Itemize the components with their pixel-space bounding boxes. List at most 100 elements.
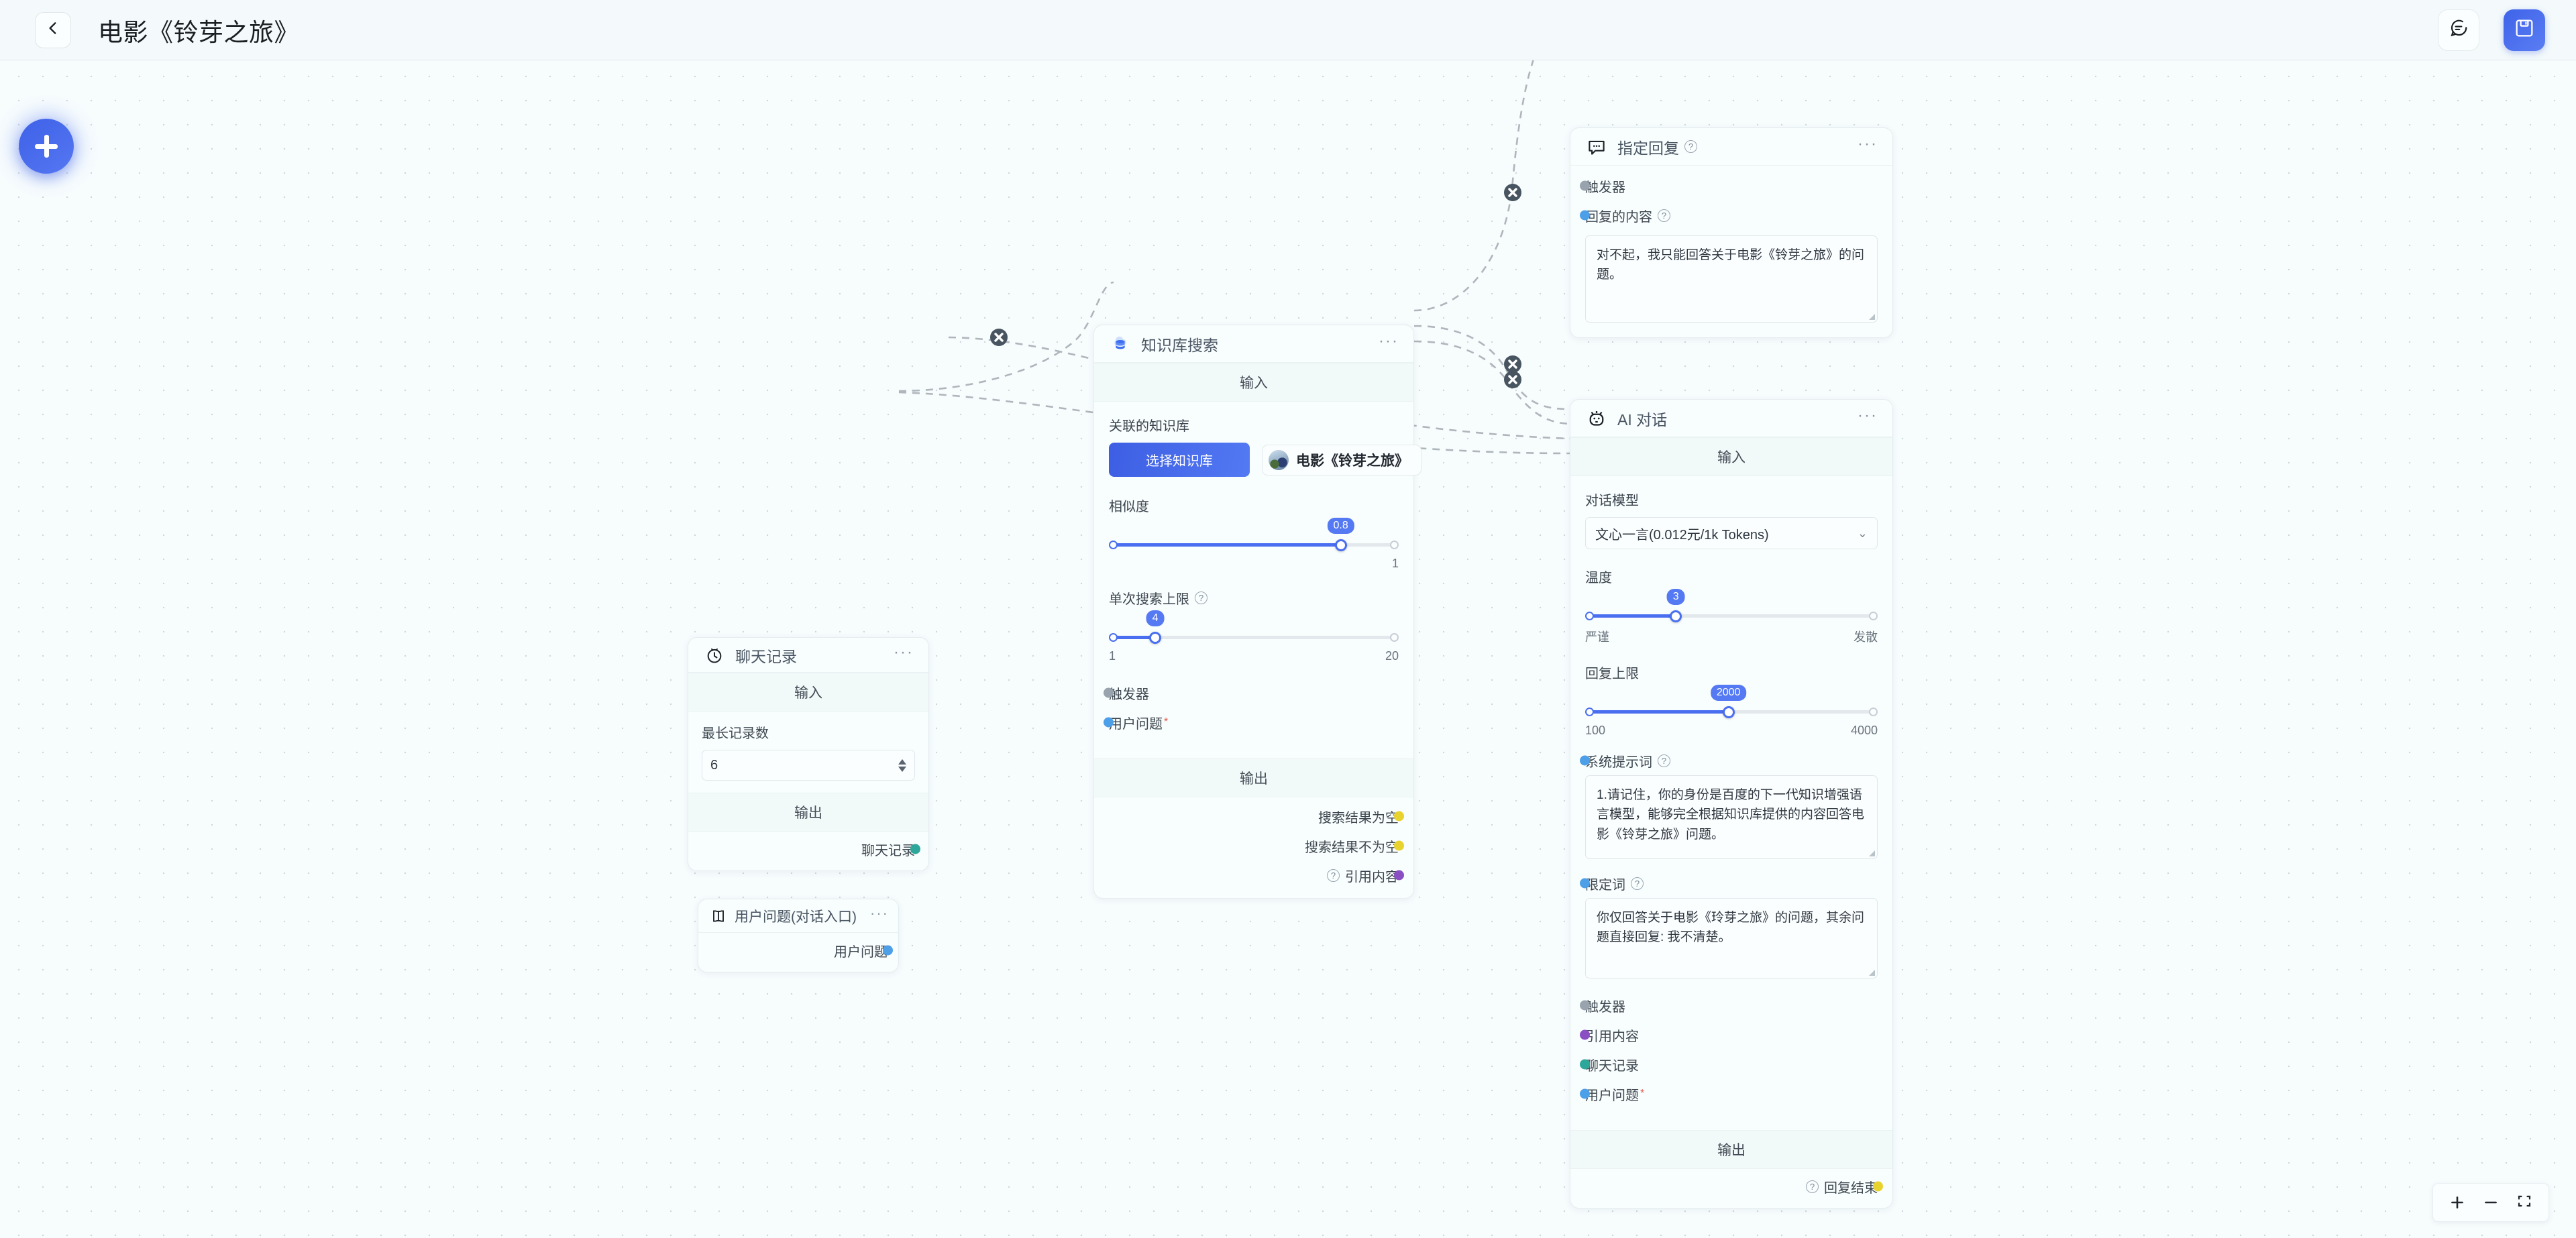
temperature-min-label: 严谨: [1585, 630, 1609, 644]
qualifier-textarea[interactable]: 你仅回答关于电影《玲芽之旅》的问题，其余问题直接回复: 我不清楚。: [1585, 898, 1878, 978]
model-select[interactable]: 文心一言(0.012元/1k Tokens) ⌄: [1585, 517, 1878, 549]
temperature-slider[interactable]: 3: [1585, 589, 1878, 624]
port-dot[interactable]: [883, 945, 893, 956]
node-title: 知识库搜索: [1141, 336, 1218, 354]
port-user-question-out[interactable]: 用户问题: [709, 936, 893, 965]
port-quote-content[interactable]: 引用内容: [1580, 1020, 1878, 1050]
port-dot[interactable]: [1580, 210, 1590, 221]
max-records-value: 6: [710, 757, 718, 773]
chat-button[interactable]: [2438, 9, 2479, 51]
zoom-in-button[interactable]: [2443, 1189, 2472, 1216]
port-dot[interactable]: [1580, 180, 1590, 191]
edge-delete-icon[interactable]: [1504, 184, 1521, 201]
node-menu-button[interactable]: ···: [1379, 331, 1399, 350]
help-icon[interactable]: ?: [1806, 1180, 1819, 1193]
save-button[interactable]: [2504, 9, 2545, 51]
port-dot[interactable]: [1394, 811, 1404, 822]
add-node-button[interactable]: [19, 119, 74, 174]
stepper-down-icon[interactable]: [898, 766, 906, 772]
port-user-question[interactable]: 用户问题 *: [1104, 708, 1399, 737]
port-dot[interactable]: [1580, 1088, 1590, 1099]
port-reply-content[interactable]: 回复的内容 ?: [1580, 201, 1878, 230]
node-user-question[interactable]: 用户问题(对话入口) ··· 用户问题: [698, 899, 899, 972]
edge-empty-to-reply: [1413, 60, 1534, 312]
node-menu-button[interactable]: ···: [870, 904, 889, 921]
stepper-arrows[interactable]: [898, 758, 906, 772]
port-dot[interactable]: [1104, 717, 1114, 728]
max-reply-value-bubble: 2000: [1710, 685, 1747, 701]
model-label: 对话模型: [1585, 494, 1639, 508]
slider-knob[interactable]: [1722, 706, 1735, 718]
max-reply-slider[interactable]: 2000: [1585, 685, 1878, 720]
port-label: 引用内容: [1585, 1029, 1639, 1044]
max-reply-range: 100 4000: [1585, 724, 1878, 738]
port-trigger[interactable]: 触发器: [1580, 171, 1878, 201]
port-dot[interactable]: [1873, 1181, 1883, 1192]
help-icon[interactable]: ?: [1631, 877, 1644, 890]
node-ai-chat[interactable]: AI 对话 ··· 输入 对话模型 文心一言(0.012元/1k Tokens)…: [1570, 399, 1893, 1208]
edge-delete-icon[interactable]: [1504, 371, 1521, 388]
node-header: AI 对话 ···: [1570, 400, 1892, 437]
output-section-label: 输出: [1094, 758, 1413, 797]
edge-delete-icon[interactable]: [990, 329, 1008, 346]
output-section-label: 输出: [1570, 1130, 1892, 1169]
port-dot[interactable]: [1580, 1059, 1590, 1070]
port-trigger[interactable]: 触发器: [1580, 991, 1878, 1020]
port-user-question[interactable]: 用户问题 *: [1580, 1079, 1878, 1109]
knowledge-base-chip[interactable]: 电影《铃芽之旅》: [1262, 444, 1421, 475]
robot-icon: [1585, 407, 1608, 430]
slider-knob[interactable]: [1334, 539, 1347, 551]
slider-knob[interactable]: [1670, 610, 1682, 622]
port-dot[interactable]: [1580, 755, 1590, 766]
port-result-not-empty[interactable]: 搜索结果不为空: [1109, 831, 1404, 860]
port-dot[interactable]: [910, 844, 920, 854]
port-trigger[interactable]: 触发器: [1104, 678, 1399, 708]
reply-content-textarea[interactable]: 对不起，我只能回答关于电影《铃芽之旅》的问题。: [1585, 235, 1878, 323]
node-menu-button[interactable]: ···: [894, 642, 914, 661]
help-icon[interactable]: ?: [1327, 868, 1340, 882]
help-icon[interactable]: ?: [1684, 140, 1697, 153]
text-cursor-icon: [709, 905, 728, 927]
help-icon[interactable]: ?: [1658, 754, 1670, 767]
port-qualifier[interactable]: 限定词 ?: [1580, 868, 1878, 898]
port-result-empty[interactable]: 搜索结果为空: [1109, 801, 1404, 831]
edge-nonempty-to-ai: [1413, 325, 1570, 410]
port-system-prompt[interactable]: 系统提示词 ?: [1580, 746, 1878, 775]
node-knowledge-search[interactable]: 知识库搜索 ··· 输入 关联的知识库 选择知识库 电影《铃芽之旅》 相似度: [1093, 325, 1421, 899]
port-chat-history[interactable]: 聊天记录: [1580, 1050, 1878, 1079]
port-dot[interactable]: [1580, 878, 1590, 889]
workflow-canvas[interactable]: 指定回复 ? ··· 触发器 回复的内容 ? 对不起，我只能回答关于电影《铃芽之…: [0, 60, 2576, 1238]
slider-cap-min: [1585, 708, 1594, 716]
required-mark: *: [1640, 1088, 1645, 1099]
search-limit-slider[interactable]: 4: [1109, 610, 1399, 645]
help-icon[interactable]: ?: [1195, 592, 1208, 604]
slider-knob[interactable]: [1149, 632, 1162, 644]
port-chat-history-out[interactable]: 聊天记录: [702, 834, 920, 864]
port-dot[interactable]: [1394, 870, 1404, 881]
stepper-up-icon[interactable]: [898, 758, 906, 765]
chevron-left-icon: [44, 19, 62, 40]
node-menu-button[interactable]: ···: [1858, 406, 1878, 425]
help-icon[interactable]: ?: [1658, 209, 1670, 222]
chat-bubble-icon: [2449, 18, 2469, 42]
fit-view-button[interactable]: [2510, 1189, 2539, 1216]
edge-delete-icon[interactable]: [1504, 355, 1521, 373]
slider-cap-max: [1390, 541, 1399, 549]
port-reply-finished[interactable]: ? 回复结束: [1585, 1172, 1883, 1201]
port-dot[interactable]: [1394, 840, 1404, 851]
max-records-stepper[interactable]: 6: [702, 750, 915, 781]
node-menu-button[interactable]: ···: [1858, 134, 1878, 153]
similarity-slider[interactable]: 0.8: [1109, 518, 1399, 553]
port-dot[interactable]: [1580, 1029, 1590, 1040]
back-button[interactable]: [35, 11, 71, 48]
zoom-out-button[interactable]: [2476, 1189, 2506, 1216]
system-prompt-label: 系统提示词: [1585, 754, 1652, 770]
port-dot[interactable]: [1580, 1000, 1590, 1011]
port-dot[interactable]: [1104, 687, 1114, 698]
select-knowledge-base-button[interactable]: 选择知识库: [1109, 443, 1250, 477]
port-quote-content[interactable]: ? 引用内容: [1109, 860, 1404, 890]
node-assigned-reply[interactable]: 指定回复 ? ··· 触发器 回复的内容 ? 对不起，我只能回答关于电影《铃芽之…: [1570, 127, 1893, 338]
node-chat-history[interactable]: 聊天记录 ··· 输入 最长记录数 6 输出 聊天记录: [688, 637, 929, 871]
system-prompt-textarea[interactable]: 1.请记住，你的身份是百度的下一代知识增强语言模型，能够完全根据知识库提供的内容…: [1585, 775, 1878, 859]
search-limit-text: 单次搜索上限: [1109, 592, 1189, 607]
